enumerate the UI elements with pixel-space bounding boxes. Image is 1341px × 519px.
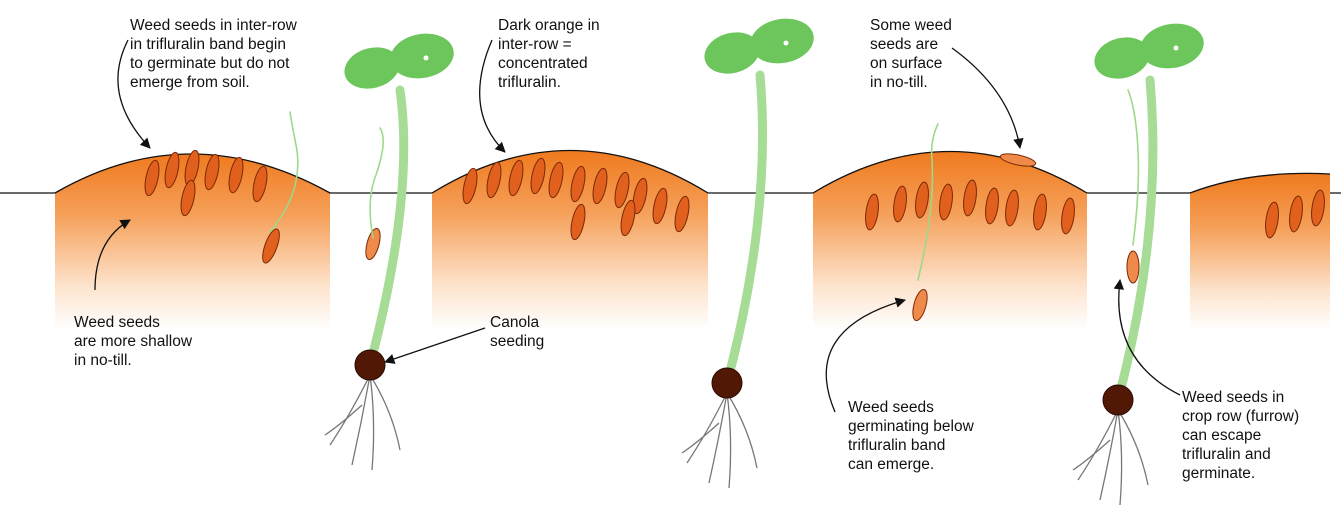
canola-seed xyxy=(712,368,742,398)
annotation-line: on surface xyxy=(870,54,952,73)
weed-seed-deep xyxy=(1127,251,1139,283)
canola-leaf xyxy=(747,14,818,68)
canola-root xyxy=(1118,410,1122,505)
canola-root xyxy=(370,375,374,470)
canola-stem xyxy=(370,90,404,365)
annotation-line: trifluralin band xyxy=(848,436,974,455)
annotation-shallow-seeds: Weed seeds are more shallow in no-till. xyxy=(74,313,192,370)
annotation-line: emerge from soil. xyxy=(130,73,297,92)
canola-root xyxy=(325,405,362,435)
annotation-line: seeds are xyxy=(870,35,952,54)
arrow-surface-seeds xyxy=(952,48,1020,148)
canola-root xyxy=(682,423,719,453)
annotation-line: to germinate but do not xyxy=(130,54,297,73)
annotation-line: germinate. xyxy=(1182,464,1299,483)
annotation-line: concentrated xyxy=(498,54,600,73)
soil-band-3 xyxy=(813,152,1087,331)
canola-root xyxy=(1073,440,1110,470)
annotation-line: Some weed xyxy=(870,16,952,35)
canola-leaf-highlight xyxy=(424,56,429,61)
annotation-inter-row-seeds: Weed seeds in inter-row in trifluralin b… xyxy=(130,16,297,92)
canola-leaf-highlight xyxy=(784,41,789,46)
canola-seed xyxy=(1103,385,1133,415)
annotation-line: Dark orange in xyxy=(498,16,600,35)
annotation-line: in no-till. xyxy=(870,73,952,92)
canola-root xyxy=(1118,410,1148,485)
canola-root xyxy=(727,393,731,488)
annotation-dark-orange: Dark orange in inter-row = concentrated … xyxy=(498,16,600,92)
canola-leaf-highlight xyxy=(1174,46,1179,51)
canola-leaf xyxy=(1137,19,1208,73)
annotation-surface-seeds: Some weed seeds are on surface in no-til… xyxy=(870,16,952,92)
annotation-line: seeding xyxy=(490,332,544,351)
annotation-line: Weed seeds in xyxy=(1182,388,1299,407)
annotation-line: germinating below xyxy=(848,417,974,436)
weed-seedling-row-4 xyxy=(1128,90,1138,245)
canola-root xyxy=(1100,410,1118,500)
annotation-line: in no-till. xyxy=(74,351,192,370)
weed-seed-deep xyxy=(363,227,383,261)
canola-root xyxy=(370,375,400,450)
canola-root xyxy=(709,393,727,483)
annotation-line: Weed seeds xyxy=(848,398,974,417)
annotation-line: can escape xyxy=(1182,426,1299,445)
annotation-line: Canola xyxy=(490,313,544,332)
canola-stem xyxy=(1118,80,1153,400)
annotation-line: inter-row = xyxy=(498,35,600,54)
soil-band-4 xyxy=(1190,173,1330,330)
annotation-line: in trifluralin band begin xyxy=(130,35,297,54)
canola-root xyxy=(727,393,757,468)
annotation-line: trifluralin and xyxy=(1182,445,1299,464)
canola-leaf xyxy=(387,29,458,83)
annotation-line: crop row (furrow) xyxy=(1182,407,1299,426)
arrow-canola-seeding xyxy=(385,328,485,362)
annotation-line: are more shallow xyxy=(74,332,192,351)
annotation-line: Weed seeds in inter-row xyxy=(130,16,297,35)
annotation-canola-seeding: Canola seeding xyxy=(490,313,544,351)
weed-seedling-row-1 xyxy=(370,128,383,238)
canola-seed xyxy=(355,350,385,380)
canola-stem xyxy=(727,75,763,383)
canola-root xyxy=(352,375,370,465)
annotation-line: trifluralin. xyxy=(498,73,600,92)
annotation-below-band: Weed seeds germinating below trifluralin… xyxy=(848,398,974,474)
annotation-line: can emerge. xyxy=(848,455,974,474)
annotation-line: Weed seeds xyxy=(74,313,192,332)
annotation-crop-row: Weed seeds in crop row (furrow) can esca… xyxy=(1182,388,1299,483)
